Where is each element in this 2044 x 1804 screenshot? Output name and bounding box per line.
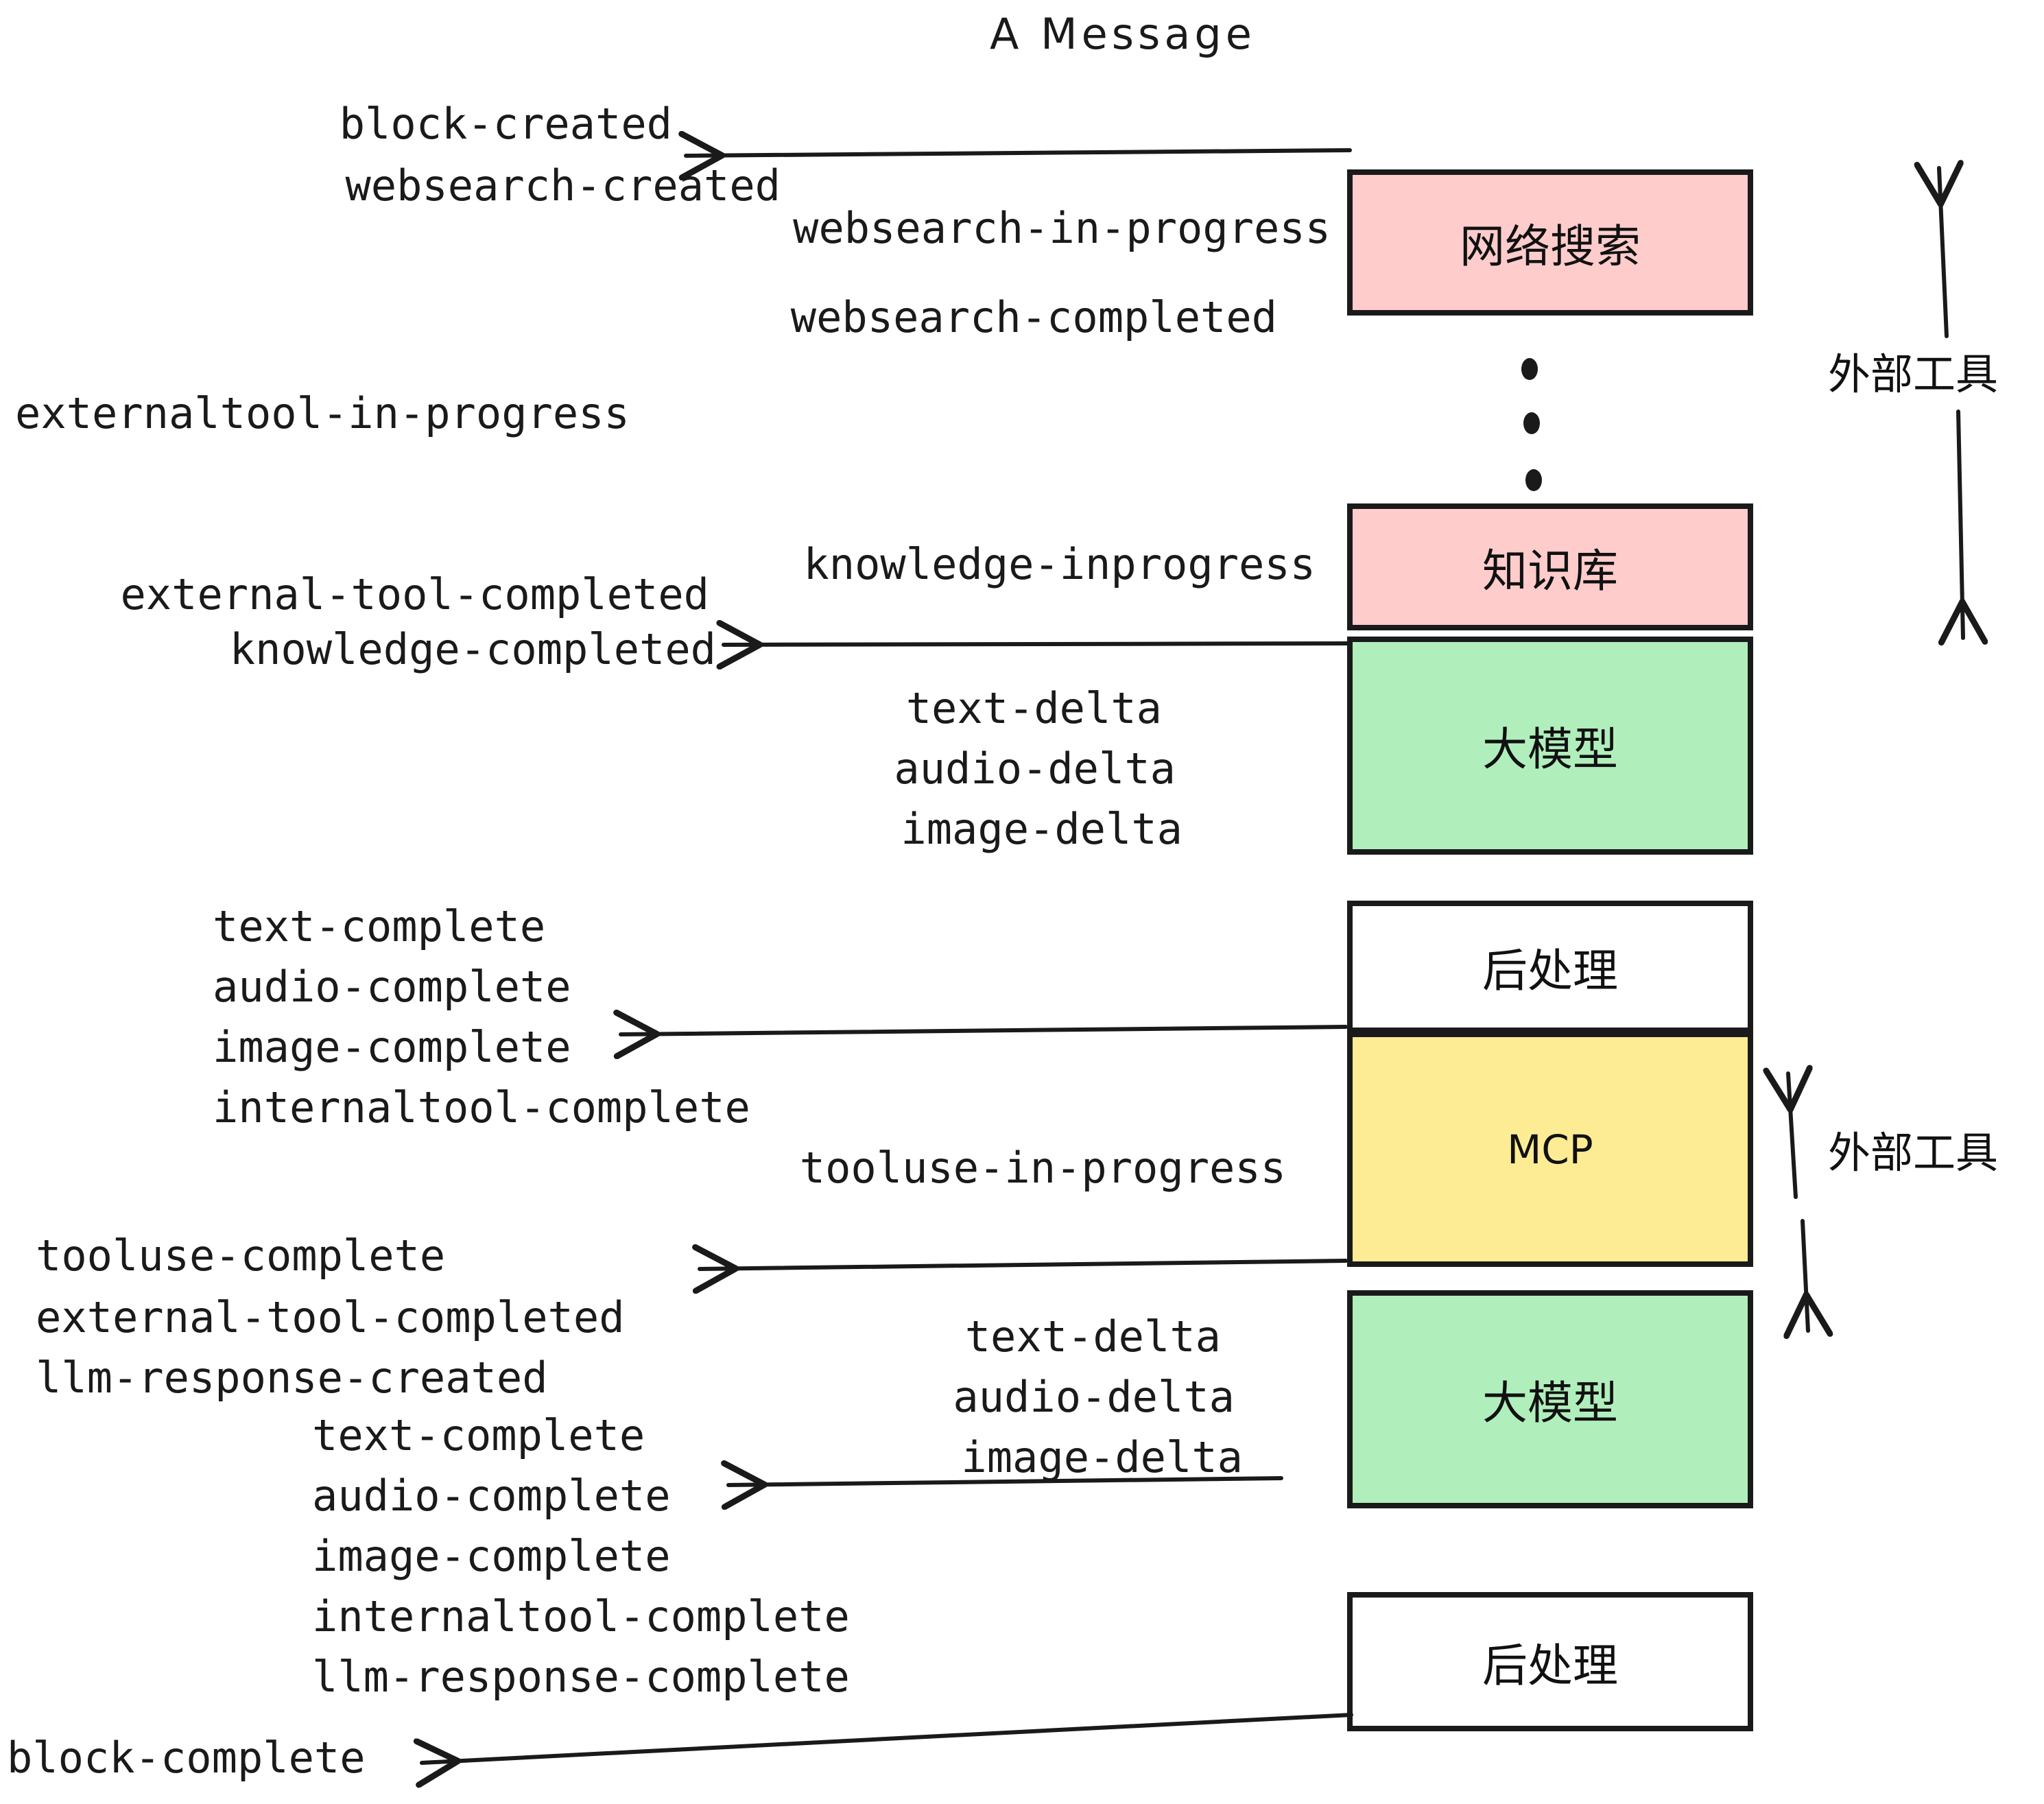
box-llm-2	[1347, 1290, 1753, 1508]
event-audio-delta-2: audio-delta	[953, 1372, 1235, 1422]
event-text-delta-1: text-delta	[905, 683, 1162, 733]
event-llm-response-created: llm-response-created	[36, 1353, 548, 1403]
event-image-delta-1: image-delta	[901, 804, 1183, 854]
event-external-tool-completed-2: external-tool-completed	[36, 1292, 625, 1342]
event-tooluse-in-progress: tooluse-in-progress	[799, 1143, 1286, 1193]
brace-arrow-bottom-up	[1788, 1073, 1796, 1199]
event-knowledge-inprogress: knowledge-inprogress	[803, 539, 1316, 589]
arrow-image-complete	[621, 1027, 1348, 1034]
vertical-ellipsis	[1521, 358, 1542, 491]
event-tooluse-complete: tooluse-complete	[36, 1231, 446, 1281]
brace-arrow-top-up	[1939, 168, 1947, 338]
event-text-complete-2: text-complete	[312, 1410, 645, 1460]
box-postprocess-1	[1347, 901, 1753, 1033]
diagram-title: A Message	[990, 9, 1256, 59]
arrow-knowledge-completed	[724, 643, 1352, 645]
event-block-created: block-created	[339, 99, 672, 149]
box-postprocess-2	[1347, 1592, 1753, 1731]
event-audio-complete-1: audio-complete	[213, 962, 571, 1012]
event-image-complete-1: image-complete	[213, 1022, 571, 1072]
event-audio-delta-1: audio-delta	[894, 744, 1176, 794]
event-text-complete-1: text-complete	[213, 901, 546, 951]
arrow-block-created	[686, 150, 1352, 156]
event-externaltool-in-progress: externaltool-in-progress	[15, 388, 630, 438]
arrow-audio-complete	[728, 1478, 1283, 1485]
event-external-tool-completed-1: external-tool-completed	[120, 569, 709, 619]
event-audio-complete-2: audio-complete	[312, 1471, 671, 1521]
event-llm-response-complete: llm-response-complete	[312, 1652, 850, 1702]
brace-arrow-bottom-down	[1803, 1219, 1808, 1331]
event-image-complete-2: image-complete	[312, 1531, 671, 1581]
event-knowledge-completed: knowledge-completed	[229, 624, 716, 674]
box-llm-1	[1347, 637, 1753, 855]
event-block-complete: block-complete	[7, 1733, 366, 1783]
box-knowledge	[1347, 503, 1753, 630]
event-websearch-created: websearch-created	[345, 161, 781, 211]
event-websearch-in-progress: websearch-in-progress	[793, 203, 1331, 253]
box-mcp	[1347, 1032, 1753, 1267]
brace-label-external-tools-bottom: 外部工具	[1828, 1128, 1999, 1178]
event-internaltool-complete-1: internaltool-complete	[213, 1082, 750, 1132]
event-websearch-completed: websearch-completed	[790, 292, 1277, 342]
event-text-delta-2: text-delta	[964, 1312, 1221, 1362]
arrow-block-complete	[422, 1713, 1353, 1763]
event-image-delta-2: image-delta	[961, 1432, 1243, 1482]
event-internaltool-complete-2: internaltool-complete	[312, 1591, 850, 1641]
arrow-tooluse-complete	[700, 1261, 1348, 1269]
box-websearch	[1347, 169, 1753, 316]
brace-arrow-top-down	[1958, 410, 1963, 638]
brace-label-external-tools-top: 外部工具	[1828, 349, 1999, 399]
